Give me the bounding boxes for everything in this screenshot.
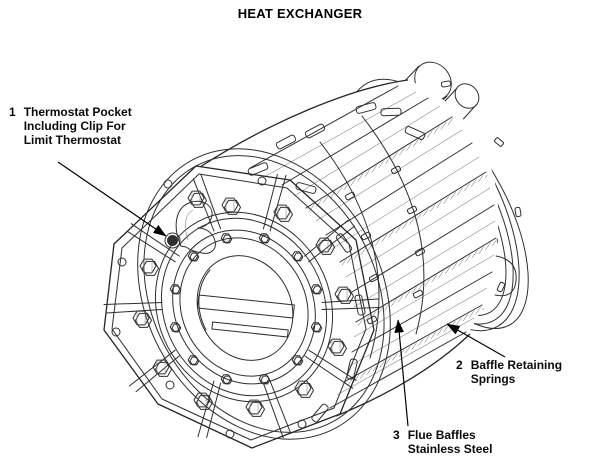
front-flange [104, 166, 381, 448]
callout-line: Including Clip For [23, 119, 126, 133]
callout-number: 2 [456, 358, 463, 372]
callout-line: Stainless Steel [407, 442, 493, 456]
callout-leader-arrows [58, 162, 505, 426]
callout-thermostat-pocket: 1 Thermostat Pocket Including Clip For L… [9, 105, 132, 147]
callout-line: Limit Thermostat [23, 133, 122, 147]
flange-corner-holes [112, 177, 306, 438]
callout-flue-baffles: 3 Flue Baffles Stainless Steel [393, 428, 492, 456]
callout-line: Springs [470, 372, 516, 386]
thermostat-pocket [165, 233, 180, 248]
cylinder-body [200, 80, 499, 416]
leader-arrow-3 [394, 319, 408, 426]
callout-line: Thermostat Pocket [23, 105, 132, 119]
leader-arrow-2 [446, 324, 505, 357]
callout-baffle-retaining-springs: 2 Baffle Retaining Springs [456, 358, 562, 386]
callout-number: 3 [393, 428, 400, 442]
page-title: HEAT EXCHANGER [237, 6, 363, 21]
thermostat-clip [165, 201, 215, 253]
callout-number: 1 [9, 105, 16, 119]
central-opening [179, 239, 311, 378]
leader-arrow-1 [58, 162, 167, 236]
callout-line: Baffle Retaining [470, 358, 563, 372]
callout-line: Flue Baffles [407, 428, 476, 442]
